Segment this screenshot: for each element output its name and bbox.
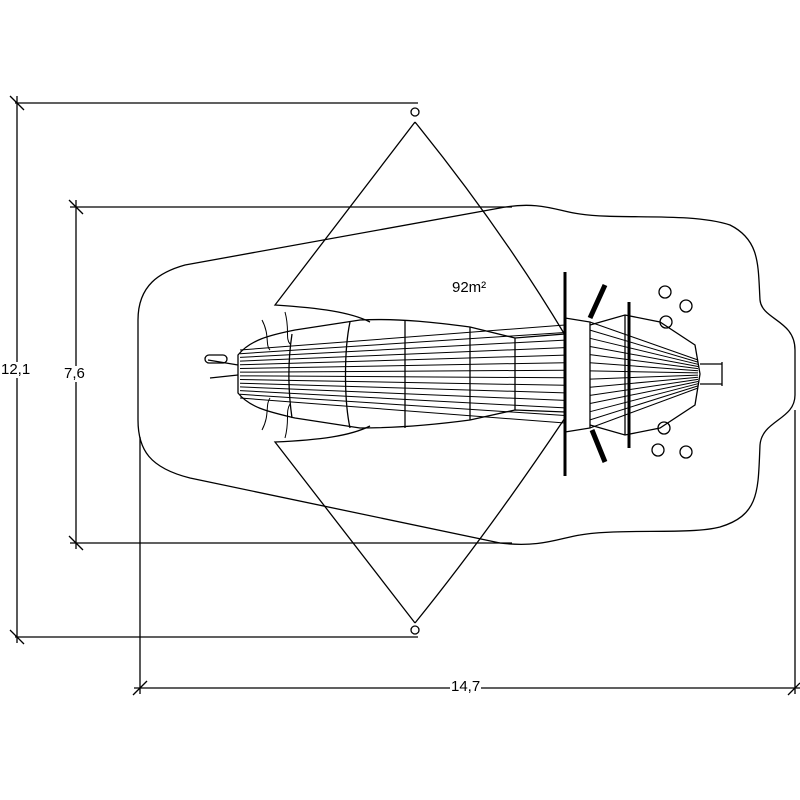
plank-stripe	[589, 337, 699, 365]
dimension-label-width: 14,7	[450, 678, 482, 695]
stepping-stones	[651, 285, 693, 459]
dimension-label-depth: 12,1	[0, 361, 32, 378]
plank-stripe	[589, 376, 699, 388]
sail-area-label: 92m²	[452, 279, 487, 296]
plank-stripe	[589, 329, 699, 363]
plank-stripe	[239, 324, 566, 351]
dimension-label-equipment-depth: 7,6	[63, 365, 86, 382]
play-structure	[204, 272, 723, 476]
plank-stripe	[239, 339, 566, 358]
plank-stripe	[239, 379, 566, 386]
plank-stripe	[239, 332, 566, 355]
plank-stripe	[589, 321, 699, 361]
plank-stripe	[589, 387, 699, 429]
dimension-line-14-7	[132, 410, 800, 696]
plank-stripe	[239, 347, 566, 362]
shade-sail	[273, 121, 566, 624]
plank-stripe	[239, 397, 566, 424]
plank-stripe	[239, 382, 566, 394]
plank-stripe	[239, 386, 566, 401]
sail-post-bottom	[410, 625, 420, 635]
plank-stripe	[589, 354, 699, 370]
plank-stripe	[589, 374, 699, 380]
plank-stripe	[239, 393, 566, 416]
plank-stripe	[589, 362, 699, 372]
plank-stripe	[239, 375, 566, 379]
sail-post-top	[410, 107, 420, 117]
safety-zone-outline	[137, 204, 796, 546]
plank-stripe	[589, 370, 699, 374]
plank-stripe	[589, 381, 699, 405]
plank-stripe	[589, 383, 699, 413]
plank-stripe	[239, 362, 566, 369]
plank-stripe	[589, 385, 699, 421]
plank-stripe	[239, 369, 566, 373]
plank-stripe	[239, 390, 566, 409]
plank-stripe	[589, 345, 699, 367]
plank-stripe	[589, 378, 699, 396]
plank-stripe	[239, 354, 566, 366]
dimension-line-7-6	[68, 199, 512, 551]
